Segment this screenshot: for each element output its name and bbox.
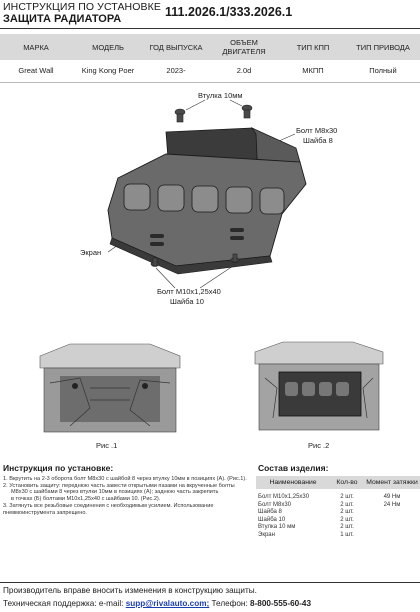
instruction-step: 2. Установить защиту: переднюю часть зав… — [3, 482, 235, 489]
vehicle-spec-table: МАРКА МОДЕЛЬ ГОД ВЫПУСКА ОБЪЕМ ДВИГАТЕЛЯ… — [0, 34, 420, 83]
label-bushing: Втулка 10мм — [198, 91, 243, 100]
kit-row: Болт М10х1,25х30 2 шт. 49 Нм — [256, 494, 420, 502]
spec-header-year: ГОД ВЫПУСКА — [144, 34, 208, 60]
kit-item-name: Болт М8х30 — [258, 501, 292, 508]
support-phone: 8-800-555-60-43 — [250, 599, 312, 608]
instruction-step: пневмоинструмента запрещено. — [3, 509, 87, 516]
installation-photo-1 — [30, 338, 190, 438]
header-divider — [0, 28, 420, 29]
kit-header-name: Наименование — [256, 476, 330, 489]
kit-row: Экран 1 шт. — [256, 532, 420, 540]
spec-model: King Kong Poer — [81, 66, 135, 76]
instruction-step: в точках (Б) болтами М10х1,25х40 с шайба… — [11, 496, 161, 503]
support-label: Техническая поддержка: e-mail: — [3, 599, 126, 608]
kit-item-torque — [364, 517, 420, 525]
kit-table: Наименование Кол-во Момент затяжки Болт … — [256, 476, 420, 539]
spec-drive: Полный — [369, 66, 397, 76]
label-screen: Экран — [80, 248, 102, 257]
label-bolt-m10: Болт М10х1,25х40 — [157, 287, 221, 296]
footer-divider — [0, 582, 420, 583]
skid-plate-drawing — [107, 99, 307, 289]
kit-row: Шайба 10 2 шт. — [256, 517, 420, 525]
label-bolt-m8: Болт М8х30 — [296, 126, 338, 135]
instructions-body: 1. Вкрутить на 2-3 оборота болт М8х30 с … — [3, 476, 251, 516]
kit-item-qty: 2 шт. — [340, 509, 354, 515]
kit-item-qty: 2 шт. — [340, 524, 354, 530]
spec-year: 2023- — [166, 66, 186, 76]
spec-gearbox: МКПП — [302, 66, 324, 76]
instruction-step: 1. Вкрутить на 2-3 оборота болт М8х30 с … — [3, 476, 247, 482]
phone-label: Телефон: — [209, 599, 251, 608]
kit-item-torque — [364, 509, 420, 517]
bolt-m10-part — [150, 253, 240, 267]
kit-header-qty: Кол-во — [330, 476, 364, 489]
kit-header-torque: Момент затяжки — [364, 476, 420, 489]
kit-item-name: Болт М10х1,25х30 — [258, 494, 310, 500]
header-title-line2: ЗАЩИТА РАДИАТОРА — [3, 13, 122, 25]
kit-item-qty: 2 шт. — [340, 501, 354, 508]
instruction-step: 3. Затянуть все резьбовые соединения с н… — [3, 502, 214, 509]
kit-row: Втулка 10 мм 2 шт. — [256, 524, 420, 532]
kit-item-torque: 49 Нм — [383, 494, 401, 500]
kit-item-name: Шайба 10 — [258, 516, 286, 523]
kit-item-qty: 2 шт. — [340, 516, 354, 523]
plate-lower-slots — [150, 228, 244, 246]
instruction-step: М8х30 с шайбами 8 через втулки 10мм в по… — [11, 489, 219, 496]
kit-item-torque: 24 Нм — [383, 501, 401, 508]
kit-item-torque — [364, 524, 420, 532]
exploded-view-diagram: Втулка 10мм Болт М8х30 Шайба 8 Экран Бол… — [0, 88, 420, 310]
kit-item-qty: 1 шт. — [340, 531, 354, 538]
kit-row: Шайба 8 2 шт. — [256, 509, 420, 517]
product-code: 111.2026.1/333.2026.1 — [165, 5, 293, 19]
photo-1-caption: Рис .1 — [96, 441, 118, 450]
kit-item-torque — [364, 532, 420, 540]
spec-engine: 2.0d — [236, 66, 252, 76]
plate-vent-slots — [123, 183, 285, 215]
spec-header-engine: ОБЪЕМ ДВИГАТЕЛЯ — [208, 34, 280, 60]
kit-item-name: Втулка 10 мм — [258, 524, 296, 530]
spec-header-gearbox: ТИП КПП — [280, 34, 346, 60]
label-washer-8: Шайба 8 — [303, 136, 333, 145]
kit-title: Состав изделия: — [258, 463, 329, 473]
kit-item-name: Экран — [258, 531, 275, 538]
kit-item-qty: 2 шт. — [340, 494, 354, 500]
installation-photo-2 — [243, 338, 393, 438]
footer-support: Техническая поддержка: e-mail: supp@riva… — [3, 599, 311, 608]
support-email-link[interactable]: supp@rivalauto.com; — [125, 599, 210, 608]
spec-header-model: МОДЕЛЬ — [72, 34, 144, 60]
instructions-title: Инструкция по установке: — [3, 463, 114, 473]
photo-2-caption: Рис .2 — [308, 441, 330, 450]
label-washer-10: Шайба 10 — [170, 297, 204, 306]
spec-header-make: МАРКА — [0, 34, 72, 60]
kit-row: Болт М8х30 2 шт. 24 Нм — [256, 502, 420, 510]
footer-disclaimer: Производитель вправе вносить изменения в… — [3, 586, 257, 595]
spec-make: Great Wall — [18, 66, 54, 76]
kit-item-name: Шайба 8 — [258, 509, 282, 515]
document-header: ИНСТРУКЦИЯ ПО УСТАНОВКЕ ЗАЩИТА РАДИАТОРА… — [0, 0, 420, 30]
header-title-line1: ИНСТРУКЦИЯ ПО УСТАНОВКЕ — [3, 1, 161, 13]
spec-header-drive: ТИП ПРИВОДА — [346, 34, 420, 60]
